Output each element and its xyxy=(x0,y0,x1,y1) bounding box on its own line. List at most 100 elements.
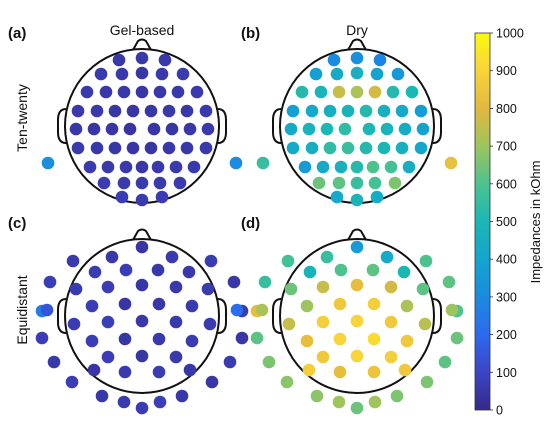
electrode xyxy=(350,193,364,207)
colorbar-tick-label: 500 xyxy=(496,215,517,229)
electrode xyxy=(316,350,330,364)
electrode xyxy=(135,401,149,415)
electrode xyxy=(380,122,394,136)
nose xyxy=(347,38,367,51)
electrode-map-dry-equidistant xyxy=(250,240,464,415)
electrode xyxy=(169,160,183,174)
electrode xyxy=(341,104,355,118)
electrode-map-dry-ten-twenty xyxy=(256,51,458,207)
electrode xyxy=(135,160,149,174)
electrode xyxy=(80,85,94,99)
electrode xyxy=(377,104,391,118)
electrode xyxy=(282,317,296,331)
electrode xyxy=(158,53,172,67)
electrode xyxy=(350,51,364,65)
nose xyxy=(132,38,152,51)
electrode xyxy=(398,363,412,377)
electrode xyxy=(99,85,113,99)
electrode xyxy=(359,104,373,118)
electrode xyxy=(280,375,294,389)
electrode xyxy=(119,263,133,277)
electrode xyxy=(332,395,346,409)
colorbar-tick-label: 1000 xyxy=(496,27,524,41)
electrode xyxy=(309,67,323,81)
electrode xyxy=(67,317,81,331)
left-ear xyxy=(57,298,67,334)
electrode xyxy=(118,332,132,346)
electrode xyxy=(185,334,199,348)
electrode xyxy=(69,122,83,136)
electrode xyxy=(370,190,384,204)
electrode xyxy=(350,278,364,292)
electrode xyxy=(388,176,402,190)
electrode xyxy=(171,85,185,99)
row-title-equidistant: Equidistant xyxy=(14,275,30,344)
electrode xyxy=(144,104,158,118)
head-circle xyxy=(64,238,220,394)
electrode xyxy=(41,156,55,170)
electrode xyxy=(90,104,104,118)
electrode-map-gel-equidistant xyxy=(35,240,249,415)
electrode xyxy=(47,355,61,369)
electrode xyxy=(281,254,295,268)
electrode xyxy=(135,66,149,80)
electrode xyxy=(101,160,115,174)
electrode xyxy=(333,297,347,311)
electrode xyxy=(183,363,197,377)
electrode xyxy=(380,250,394,264)
electrode xyxy=(169,280,183,294)
electrode xyxy=(175,389,189,403)
electrode xyxy=(418,317,432,331)
electrode xyxy=(85,334,99,348)
electrode xyxy=(199,141,213,155)
electrode xyxy=(414,141,428,155)
electrode xyxy=(395,141,409,155)
panel-label-b: (b) xyxy=(241,25,260,42)
electrode xyxy=(117,85,131,99)
electrode xyxy=(312,176,326,190)
electrode xyxy=(65,375,79,389)
electrode xyxy=(400,334,414,348)
electrode xyxy=(151,263,165,277)
electrode xyxy=(397,265,411,279)
electrode xyxy=(250,331,264,345)
electrode xyxy=(419,254,433,268)
panel-label-c: (c) xyxy=(8,215,26,232)
nose xyxy=(132,228,152,241)
electrode xyxy=(373,53,387,67)
electrode xyxy=(405,85,419,99)
electrode xyxy=(330,190,344,204)
panel-label-a: (a) xyxy=(8,25,26,42)
electrode xyxy=(117,395,131,409)
electrode xyxy=(135,240,149,254)
electrode xyxy=(115,67,129,81)
electrode xyxy=(300,334,314,348)
electrode xyxy=(305,104,319,118)
head-circle xyxy=(279,238,435,394)
electrode xyxy=(350,66,364,80)
electrode xyxy=(258,275,272,289)
electrode xyxy=(169,350,183,364)
electrode xyxy=(205,375,219,389)
electrode xyxy=(182,265,196,279)
right-ear xyxy=(432,108,442,144)
electrode xyxy=(302,363,316,377)
electrode xyxy=(162,141,176,155)
right-ear xyxy=(217,108,227,144)
electrode xyxy=(94,67,108,81)
left-ear xyxy=(272,298,282,334)
electrode xyxy=(112,53,126,67)
electrode xyxy=(316,315,330,329)
electrode xyxy=(173,176,187,190)
left-ear xyxy=(57,108,67,144)
electrode xyxy=(95,389,109,403)
electrode xyxy=(118,297,132,311)
electrode xyxy=(398,122,412,136)
electrode xyxy=(153,176,167,190)
right-ear xyxy=(432,298,442,334)
electrode xyxy=(66,254,80,268)
electrode xyxy=(338,122,352,136)
colorbar-tick-label: 700 xyxy=(496,140,517,154)
